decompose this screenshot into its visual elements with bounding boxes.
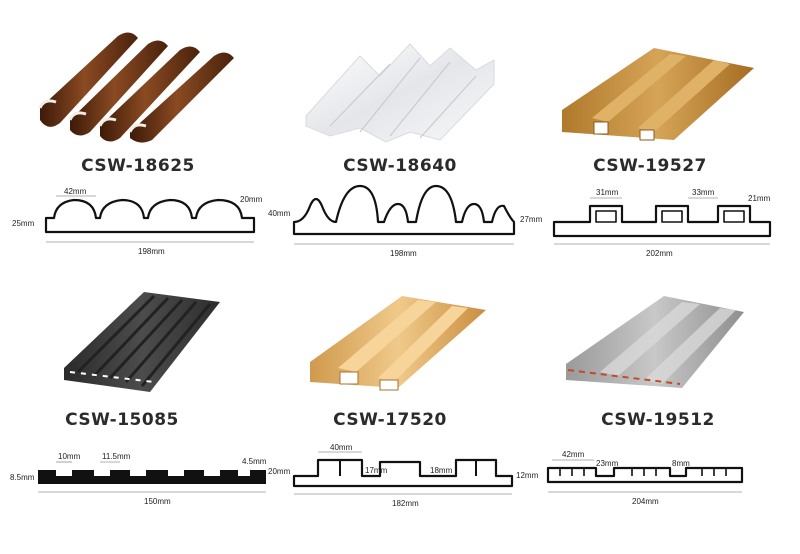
dim-rib: 21mm	[748, 194, 771, 203]
dim-width: 198mm	[390, 249, 417, 258]
profile-drawing-csw-17520: 182mm 40mm 17mm 18mm 20mm	[268, 443, 514, 508]
dim-height: 27mm	[520, 215, 543, 224]
dim-a: 42mm	[562, 450, 585, 459]
dim-height: 20mm	[268, 467, 291, 476]
dim-a: 40mm	[330, 443, 353, 452]
dim-width: 202mm	[646, 249, 673, 258]
dim-unit: 42mm	[64, 187, 87, 196]
dim-c: 8mm	[672, 459, 690, 468]
dim-width: 204mm	[632, 497, 659, 506]
profile-drawing-csw-18625: 198mm 42mm 20mm 25mm	[12, 187, 263, 256]
dim-b: 17mm	[365, 466, 388, 475]
dim-height: 12mm	[516, 471, 539, 480]
product-photo-csw-17520	[310, 296, 486, 391]
dim-c: 18mm	[430, 466, 453, 475]
dim-a: 10mm	[58, 452, 81, 461]
dim-b: 11.5mm	[102, 452, 131, 461]
dim-width: 150mm	[144, 497, 171, 506]
product-photo-csw-15085	[64, 292, 220, 392]
product-code: CSW-19512	[601, 410, 715, 430]
dim-rib: 20mm	[240, 195, 263, 204]
product-code: CSW-15085	[65, 410, 179, 430]
dim-c: 4.5mm	[242, 457, 267, 466]
product-photo-csw-19512	[566, 296, 744, 388]
dim-width: 182mm	[392, 499, 419, 508]
product-code: CSW-18625	[81, 156, 195, 176]
profile-drawing-csw-15085: 150mm 10mm 11.5mm 4.5mm 8.5mm	[10, 452, 267, 506]
dim-height: 25mm	[12, 219, 35, 228]
profile-drawing-csw-18640: 198mm 40mm	[268, 184, 516, 258]
product-code: CSW-19527	[593, 156, 707, 176]
dim-gap: 33mm	[692, 188, 715, 197]
dim-unit: 31mm	[596, 188, 619, 197]
product-photo-csw-19527	[562, 48, 754, 141]
profile-drawing-csw-19527: 202mm 31mm 33mm 21mm 27mm	[520, 188, 772, 258]
dim-height: 8.5mm	[10, 473, 35, 482]
product-code: CSW-17520	[333, 410, 447, 430]
dim-width: 198mm	[138, 247, 165, 256]
dim-height: 40mm	[268, 209, 291, 218]
dim-b: 23mm	[596, 459, 619, 468]
product-photo-csw-18640	[305, 43, 495, 143]
profile-drawing-csw-19512: 204mm 42mm 23mm 8mm 12mm	[516, 450, 744, 506]
product-code: CSW-18640	[343, 156, 457, 176]
product-photo-csw-18625	[38, 32, 234, 143]
